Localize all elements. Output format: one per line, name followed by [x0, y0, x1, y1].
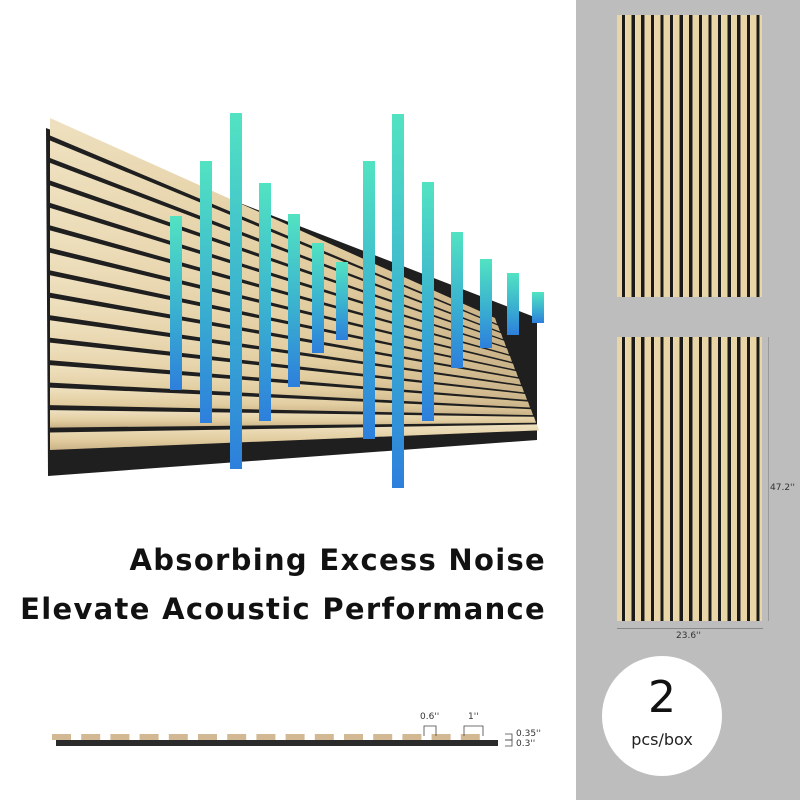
sound-bar	[288, 214, 300, 387]
sound-bar	[259, 183, 271, 421]
backing-height-dimension-label: 0.3''	[516, 739, 536, 749]
profile-slat	[52, 734, 71, 740]
left-section: Absorbing Excess Noise Elevate Acoustic …	[0, 113, 576, 760]
sound-bar	[312, 243, 324, 353]
headline-line-1: Absorbing Excess Noise	[129, 543, 546, 577]
profile-slat	[431, 734, 451, 740]
acoustic-panel-illustration	[46, 113, 544, 488]
slat-height-dimension-label: 0.35''	[516, 729, 541, 739]
gap-dimension-label: 0.6''	[420, 712, 440, 722]
sound-bar	[532, 292, 544, 323]
profile-slat	[344, 734, 363, 740]
profile-slat	[402, 734, 422, 740]
sound-bar	[422, 182, 434, 421]
profile-slat	[139, 734, 159, 740]
slat-stripes	[617, 337, 762, 621]
profile-cross-section	[52, 725, 513, 747]
slat-stripes	[617, 15, 762, 297]
sound-bar	[363, 161, 375, 439]
panel-width-label: 23.6''	[676, 631, 701, 641]
profile-slat	[168, 734, 188, 740]
wood-slat	[50, 140, 500, 332]
slat-width-dimension-label: 1''	[468, 712, 479, 722]
quantity-badge: 2 pcs/box	[602, 656, 722, 776]
profile-slat	[460, 734, 480, 740]
panel-front-view-top	[617, 15, 762, 297]
profile-slat	[81, 734, 101, 740]
slat-profile-diagram: 0.6'' 1'' 0.35'' 0.3''	[0, 690, 576, 760]
profile-slat	[285, 734, 305, 740]
quantity-unit: pcs/box	[631, 730, 693, 749]
wood-slat	[50, 424, 539, 451]
sound-bar	[392, 114, 404, 488]
wood-slat	[50, 162, 503, 340]
sound-bar	[230, 113, 242, 469]
height-dimension-line	[768, 337, 769, 621]
sound-bar	[451, 232, 463, 368]
wood-slat	[50, 118, 497, 324]
profile-slat	[373, 734, 393, 740]
sound-bar	[480, 259, 492, 348]
sound-bar	[200, 161, 212, 423]
product-spec-sidebar: 47.2'' 23.6'' 2 pcs/box	[576, 0, 800, 800]
profile-slat	[198, 734, 217, 740]
profile-slat	[227, 734, 247, 740]
panel-front-view-bottom	[617, 337, 762, 621]
profile-slat	[110, 734, 130, 740]
profile-slat	[256, 734, 276, 740]
wood-slat	[50, 387, 533, 416]
profile-slat	[314, 734, 334, 740]
sound-bar	[507, 273, 519, 335]
headline-line-2: Elevate Acoustic Performance	[20, 592, 546, 626]
sound-bar	[336, 262, 348, 340]
wood-slat	[50, 410, 536, 428]
sound-bar	[170, 216, 182, 390]
width-dimension-line	[617, 628, 763, 629]
sound-wave-bars	[170, 113, 544, 488]
panel-height-label: 47.2''	[770, 483, 795, 493]
wood-slat	[50, 320, 524, 393]
quantity-number: 2	[648, 672, 676, 723]
